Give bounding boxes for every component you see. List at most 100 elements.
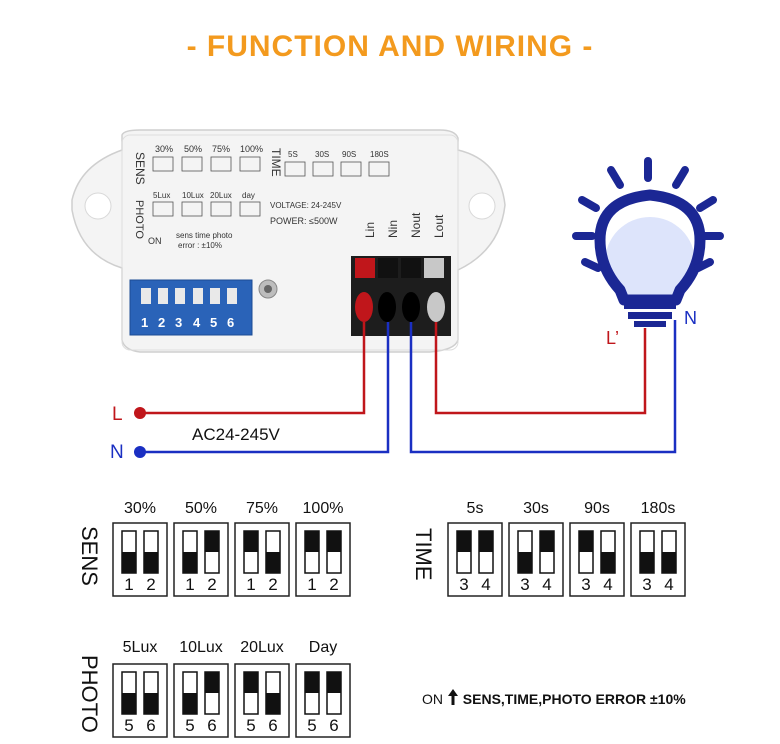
wire-l-in (140, 322, 366, 415)
device-sens-label: SENS (133, 152, 147, 185)
device-time-30s: 30S (315, 150, 329, 159)
sens-setting-label: 30% (124, 500, 156, 517)
photo-switch-number: 5 (307, 716, 316, 735)
time-setting-label: 5s (467, 500, 484, 517)
time-switch-number: 3 (459, 575, 468, 594)
sens-switch-number: 2 (146, 575, 155, 594)
lamp-n-label: N (684, 308, 697, 328)
dip-number-2: 2 (158, 315, 165, 330)
time-setting-label: 90s (584, 500, 610, 517)
time-switch-knob (662, 552, 676, 573)
photo-setting-label: 10Lux (179, 639, 223, 656)
device-voltage: VOLTAGE: 24-245V (270, 201, 342, 210)
photo-switch-number: 6 (268, 716, 277, 735)
photo-switch-knob (305, 672, 319, 693)
sens-switch-knob (305, 531, 319, 552)
device-mini-dips (152, 156, 390, 217)
time-switch-number: 3 (642, 575, 651, 594)
device-time-180s: 180S (370, 150, 389, 159)
time-setting-box (447, 522, 503, 597)
time-switch-knob (540, 531, 554, 552)
sens-switch-number: 1 (185, 575, 194, 594)
device-photo-20lux: 20Lux (210, 191, 232, 200)
wire-n-out (409, 320, 677, 454)
sens-switch-knob (327, 531, 341, 552)
sens-setting-box (173, 522, 229, 597)
dip-number-5: 5 (210, 315, 217, 330)
terminal-block[interactable] (351, 256, 451, 336)
photo-switch-knob (244, 672, 258, 693)
photo-switch-number: 5 (246, 716, 255, 735)
wire-n-in (140, 322, 390, 454)
device-on-label: ON (148, 236, 162, 246)
time-switch-number: 4 (542, 575, 551, 594)
device-photo-day: day (242, 191, 255, 200)
sens-setting-box (234, 522, 290, 597)
device-sens-30: 30% (155, 144, 173, 154)
device-sens-75: 75% (212, 144, 230, 154)
dip-switch-block[interactable]: 1 2 3 4 5 6 (129, 279, 253, 336)
photo-switch-knob (266, 693, 280, 714)
photo-setting-box (173, 663, 229, 738)
time-switch-number: 3 (581, 575, 590, 594)
time-switch-number: 4 (603, 575, 612, 594)
sens-switch-knob (183, 552, 197, 573)
time-setting-label: 30s (523, 500, 549, 517)
sens-setting-label: 100% (303, 500, 344, 517)
n-terminal-dot (134, 446, 146, 458)
page-title: - FUNCTION AND WIRING - (186, 30, 594, 63)
time-switch-knob (579, 531, 593, 552)
terminal-label-nout: Nout (409, 212, 423, 238)
photo-switch-number: 5 (124, 716, 133, 735)
photo-switch-knob (327, 672, 341, 693)
time-setting-box (630, 522, 686, 597)
sens-switch-knob (205, 531, 219, 552)
sens-switch-number: 1 (124, 575, 133, 594)
note-on-label: ON (422, 691, 443, 707)
dip-number-1: 1 (141, 315, 148, 330)
sens-setting-label: 75% (246, 500, 278, 517)
sens-switch-number: 2 (329, 575, 338, 594)
photo-setting-box (112, 663, 168, 738)
device-photo-5lux: 5Lux (153, 191, 170, 200)
photo-setting-box (234, 663, 290, 738)
device-photo-10lux: 10Lux (182, 191, 204, 200)
photo-switch-knob (205, 672, 219, 693)
l-terminal-dot (134, 407, 146, 419)
sens-switch-knob (244, 531, 258, 552)
sens-switch-knob (122, 552, 136, 573)
time-setting-label: 180s (641, 500, 676, 517)
photo-switch-number: 6 (146, 716, 155, 735)
photo-setting-label: 5Lux (123, 639, 158, 656)
dip-number-6: 6 (227, 315, 234, 330)
tolerance-note: ON SENS,TIME,PHOTO ERROR ±10% (422, 688, 686, 707)
sens-switch-number: 1 (246, 575, 255, 594)
time-setting-box (508, 522, 564, 597)
device-error-label-2: error : ±10% (178, 241, 222, 250)
light-bulb-icon (572, 157, 724, 327)
dip-number-3: 3 (175, 315, 182, 330)
supply-voltage-label: AC24-245V (192, 425, 281, 444)
photo-switch-knob (144, 693, 158, 714)
wiring-diagram: SENS PHOTO TIME 30% 50% 75% 100% 5Lux 10… (71, 129, 724, 463)
sens-switch-knob (144, 552, 158, 573)
photo-switch-number: 5 (185, 716, 194, 735)
note-text: SENS,TIME,PHOTO ERROR ±10% (462, 691, 686, 707)
photo-setting-box (295, 663, 351, 738)
up-arrow-icon (447, 689, 458, 705)
light-sensor (258, 279, 278, 299)
sens-switch-number: 2 (207, 575, 216, 594)
l-label: L (112, 404, 123, 425)
time-switch-knob (479, 531, 493, 552)
time-switch-knob (640, 552, 654, 573)
sens-setting-box (112, 522, 168, 597)
time-switch-knob (601, 552, 615, 573)
device-sens-50: 50% (184, 144, 202, 154)
device-error-label-1: sens time photo (176, 231, 233, 240)
sens-switch-number: 2 (268, 575, 277, 594)
sens-switch-knob (266, 552, 280, 573)
time-switch-number: 4 (481, 575, 490, 594)
terminal-label-lin: Lin (363, 222, 377, 238)
time-switch-knob (457, 531, 471, 552)
